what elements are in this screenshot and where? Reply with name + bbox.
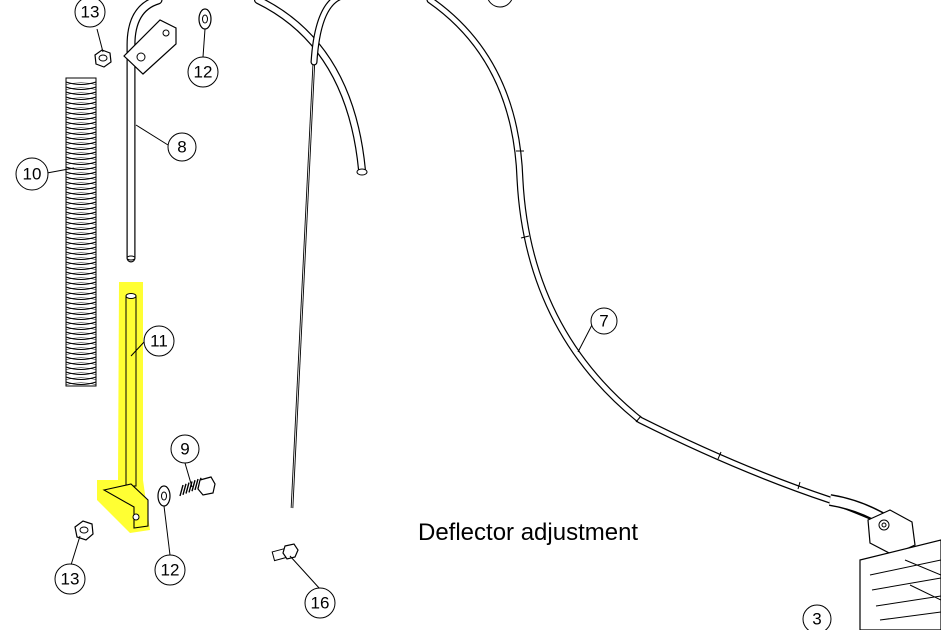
cable-upper-left <box>254 0 368 176</box>
rod-part-11 <box>102 293 149 529</box>
deflector-part-3 <box>828 494 941 630</box>
callout-3: 3 <box>802 604 832 630</box>
callout-12-bottom: 12 <box>154 554 186 586</box>
callout-16: 16 <box>304 587 336 619</box>
rod-part-8 <box>123 0 177 263</box>
callout-13-bottom: 13 <box>54 563 86 595</box>
callout-12-top: 12 <box>187 56 219 88</box>
cable-arch <box>310 0 341 66</box>
callout-10: 10 <box>15 157 49 191</box>
leader-lines <box>46 28 594 590</box>
callout-12-top-label: 12 <box>194 63 213 82</box>
callout-11-label: 11 <box>150 332 168 351</box>
wire <box>290 59 316 509</box>
washer-part-12-top <box>198 8 212 30</box>
callout-13-bottom-label: 13 <box>61 570 80 589</box>
callout-3-label: 3 <box>812 610 821 629</box>
nut-part-13-top <box>94 49 112 68</box>
caption: Deflector adjustment <box>418 519 639 546</box>
callout-13-top-label: 13 <box>81 3 100 22</box>
callout-8: 8 <box>167 132 197 162</box>
bolt-part-9 <box>179 476 216 497</box>
callout-16-label: 16 <box>311 594 330 613</box>
spring-part-10 <box>65 77 97 387</box>
callout-partial-top <box>487 0 513 8</box>
callout-8-label: 8 <box>177 138 186 157</box>
callout-7-label: 7 <box>599 312 608 331</box>
callout-9: 9 <box>170 434 200 464</box>
cable-part-7 <box>426 0 894 529</box>
callout-9-label: 9 <box>180 440 189 459</box>
washer-part-12-bottom <box>157 485 171 507</box>
callout-13-top: 13 <box>74 0 106 28</box>
callout-11: 11 <box>143 325 175 357</box>
callout-10-label: 10 <box>23 165 42 184</box>
nut-part-13-bottom <box>74 520 94 541</box>
callout-12-bottom-label: 12 <box>161 561 180 580</box>
screw-part-16 <box>271 543 299 562</box>
callout-7: 7 <box>590 307 618 335</box>
